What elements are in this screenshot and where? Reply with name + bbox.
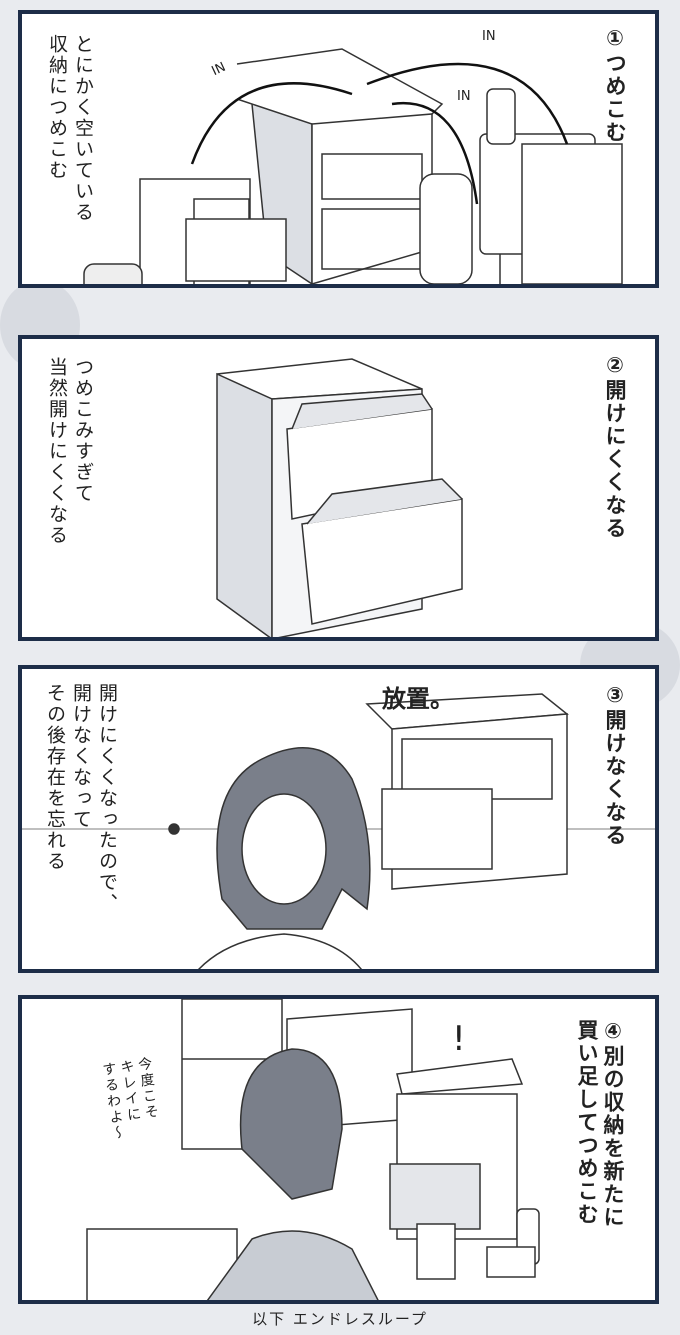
in-label: IN [482,29,496,44]
panel-caption: 開けにくくなったので、 開けなくなって その後存在を忘れる [44,683,118,914]
panel-title: ①つめこむ [603,26,627,144]
speech-text: 今度こそ キレイに するわよ〜 [99,1055,161,1143]
panel-caption: とにかく空いている 収納につめこむ [46,34,94,223]
comic-panel-1: IN IN IN とにかく空いている 収納につめこむ ①つめこむ [18,10,659,288]
panel-title: ③開けなくなる [603,683,627,847]
panel-title: ④別の収納を新たに 買い足してつめこむ [575,1019,625,1229]
panel-title: ②開けにくくなる [603,353,627,540]
woman-ignoring-storage-illustration [22,693,655,969]
footer-caption: 以下 エンドレスループ [252,1310,428,1328]
sfx-text: 放置。 [382,685,454,713]
comic-panel-2: つめこみすぎて 当然開けにくくなる ②開けにくくなる [18,335,659,641]
exclamation-sfx: ! [452,1019,466,1059]
panel-caption: つめこみすぎて 当然開けにくくなる [46,357,94,546]
overstuffed-drawers-illustration [216,358,463,637]
in-label: IN [457,89,471,104]
comic-panel-4: ! 今度こそ キレイに するわよ〜 ④別の収納を新たに 買い足してつめこむ [18,995,659,1304]
storage-items-illustration [83,48,623,284]
comic-panel-3: 放置。 開けにくくなったので、 開けなくなって その後存在を忘れる ③開けなくな… [18,665,659,973]
woman-buying-new-storage-illustration [86,999,540,1300]
